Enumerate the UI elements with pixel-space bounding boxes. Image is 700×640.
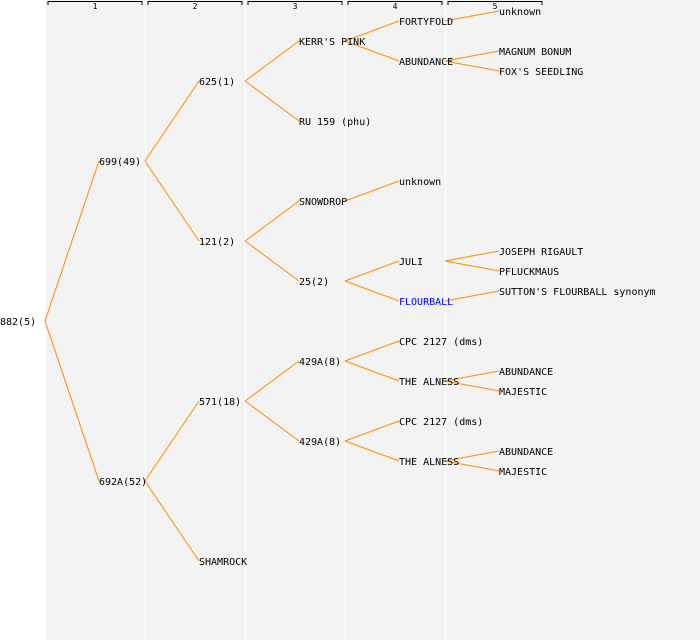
pedigree-edge xyxy=(444,370,500,382)
pedigree-edge xyxy=(444,450,500,462)
generation-column-2 xyxy=(146,0,245,640)
pedigree-edge xyxy=(44,160,100,322)
cultivar-node: THE ALNESS xyxy=(399,377,459,388)
pedigree-edge xyxy=(144,80,200,162)
cultivar-node: ABUNDANCE xyxy=(499,367,553,378)
pedigree-edge xyxy=(344,20,400,42)
generation-column-4 xyxy=(346,0,445,640)
cultivar-node: 25(2) xyxy=(299,277,329,288)
cultivar-node: unknown xyxy=(399,177,441,188)
generation-bracket xyxy=(47,1,143,5)
pedigree-edge xyxy=(244,400,300,442)
generation-label: 1 xyxy=(93,2,98,11)
generation-label: 2 xyxy=(193,2,198,11)
cultivar-node: SHAMROCK xyxy=(199,557,247,568)
generation-bracket xyxy=(247,1,343,5)
pedigree-edge xyxy=(244,240,300,282)
pedigree-edge xyxy=(444,290,500,302)
pedigree-edge xyxy=(344,280,400,302)
cultivar-node: unknown xyxy=(499,7,541,18)
cultivar-node: 571(18) xyxy=(199,397,241,408)
cultivar-node: 699(49) xyxy=(99,157,141,168)
generation-bracket xyxy=(347,1,443,5)
pedigree-edge xyxy=(344,360,400,382)
pedigree-edge xyxy=(444,460,500,472)
pedigree-edge xyxy=(344,340,400,362)
cultivar-node: CPC 2127 (dms) xyxy=(399,337,483,348)
pedigree-edge xyxy=(444,380,500,392)
pedigree-edge xyxy=(344,40,400,62)
generation-label: 3 xyxy=(293,2,298,11)
pedigree-edge xyxy=(444,10,500,22)
cultivar-node: FOX'S SEEDLING xyxy=(499,67,583,78)
pedigree-edge xyxy=(444,250,500,262)
cultivar-node: RU 159 (phu) xyxy=(299,117,371,128)
cultivar-node: ABUNDANCE xyxy=(399,57,453,68)
pedigree-edge xyxy=(244,200,300,242)
pedigree-edge xyxy=(144,480,200,562)
generation-bracket xyxy=(147,1,243,5)
pedigree-edge xyxy=(444,260,500,272)
generation-column-1 xyxy=(46,0,145,640)
cultivar-node: ABUNDANCE xyxy=(499,447,553,458)
cultivar-node: JULI xyxy=(399,257,423,268)
cultivar-node: THE ALNESS xyxy=(399,457,459,468)
cultivar-node: 121(2) xyxy=(199,237,235,248)
generation-column-5 xyxy=(446,0,700,640)
cultivar-node: MAJESTIC xyxy=(499,467,547,478)
pedigree-edge xyxy=(444,60,500,72)
generation-label: 5 xyxy=(493,2,498,11)
cultivar-node: SUTTON'S FLOURBALL synonym xyxy=(499,287,656,298)
pedigree-edge xyxy=(144,160,200,242)
cultivar-link[interactable]: FLOURBALL xyxy=(399,297,453,308)
cultivar-node: 429A(8) xyxy=(299,437,341,448)
pedigree-edge xyxy=(144,400,200,482)
pedigree-edge xyxy=(244,360,300,402)
pedigree-edge xyxy=(344,420,400,442)
cultivar-node: 692A(52) xyxy=(99,477,147,488)
pedigree-edge xyxy=(244,80,300,122)
cultivar-node: FORTYFOLD xyxy=(399,17,453,28)
pedigree-edge xyxy=(44,320,100,482)
cultivar-node: JOSEPH RIGAULT xyxy=(499,247,583,258)
generation-column-3 xyxy=(246,0,345,640)
pedigree-edge xyxy=(344,440,400,462)
pedigree-edge xyxy=(344,260,400,282)
generation-label: 4 xyxy=(393,2,398,11)
cultivar-node: MAJESTIC xyxy=(499,387,547,398)
pedigree-edge xyxy=(344,180,400,202)
pedigree-edge xyxy=(244,40,300,82)
cultivar-node: 429A(8) xyxy=(299,357,341,368)
cultivar-node: CPC 2127 (dms) xyxy=(399,417,483,428)
pedigree-edge xyxy=(444,50,500,62)
generation-bracket xyxy=(447,1,543,5)
cultivar-node: 882(5) xyxy=(0,317,36,328)
cultivar-node: MAGNUM BONUM xyxy=(499,47,571,58)
cultivar-node: KERR'S PINK xyxy=(299,37,365,48)
cultivar-node: SNOWDROP xyxy=(299,197,347,208)
cultivar-node: 625(1) xyxy=(199,77,235,88)
cultivar-node: PFLUCKMAUS xyxy=(499,267,559,278)
